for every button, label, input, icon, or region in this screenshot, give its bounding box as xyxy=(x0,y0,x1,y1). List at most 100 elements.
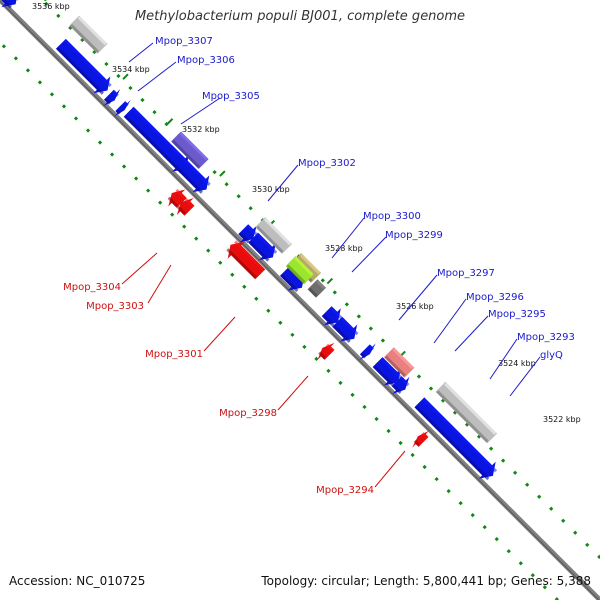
gene-shadow xyxy=(318,351,326,360)
kbp-tick-label: 3534 kbp xyxy=(112,65,150,74)
gene-shadow xyxy=(176,205,186,215)
gene-highlight xyxy=(316,280,326,290)
gene-leader-line xyxy=(433,298,467,344)
gene-shadow xyxy=(384,355,406,377)
gene-feature xyxy=(171,131,209,169)
gene-highlight xyxy=(112,90,119,97)
gene-label: Mpop_3305 xyxy=(202,91,260,102)
ruler-tick xyxy=(166,118,174,125)
gene-highlight xyxy=(64,39,112,87)
gene-shadow xyxy=(333,325,351,343)
ruler-tick xyxy=(219,170,226,177)
gene-feature xyxy=(358,343,376,361)
gene-highlight xyxy=(17,0,19,1)
gene-highlight xyxy=(392,347,414,370)
gene-shadow xyxy=(415,405,490,481)
accession-text: Accession: NC_010725 xyxy=(9,574,146,588)
gene-highlight xyxy=(340,317,359,336)
gene-feature xyxy=(285,256,314,285)
gene-shadow xyxy=(373,365,395,387)
gene-highlight xyxy=(330,306,343,319)
gene-feature xyxy=(384,347,415,378)
kbp-tick-label: 3532 kbp xyxy=(182,125,220,134)
kbp-tick-label: 3526 kbp xyxy=(396,302,434,311)
gene-feature xyxy=(332,316,358,342)
gene-highlight xyxy=(77,16,107,46)
genome-stats-text: Topology: circular; Length: 5,800,441 bp… xyxy=(261,574,591,588)
gene-leader-line xyxy=(454,315,489,352)
gene-highlight xyxy=(234,240,265,271)
gene-label: Mpop_3300 xyxy=(363,211,421,222)
gene-leader-line xyxy=(374,450,406,488)
gene-label: Mpop_3301 xyxy=(145,349,203,360)
gene-shadow xyxy=(1,0,12,9)
gene-feature xyxy=(280,265,305,291)
gene-shadow xyxy=(286,264,306,284)
gene-feature xyxy=(372,357,401,386)
gene-highlight xyxy=(123,101,129,107)
gene-highlight xyxy=(263,217,292,246)
gene-shadow xyxy=(436,390,489,443)
gene-leader-line xyxy=(147,264,172,304)
gene-shadow xyxy=(308,287,318,297)
gene-highlight xyxy=(294,256,314,276)
gene-highlight xyxy=(422,398,498,473)
gene-leader-line xyxy=(267,164,299,202)
gene-feature xyxy=(55,38,111,94)
gene-leader-line xyxy=(128,42,154,63)
gene-leader-line xyxy=(121,252,158,285)
gene-highlight xyxy=(179,132,208,161)
gene-leader-line xyxy=(398,274,438,321)
gene-label: Mpop_3303 xyxy=(86,301,144,312)
gene-feature xyxy=(227,241,266,280)
gene-label: Mpop_3306 xyxy=(177,55,235,66)
gene-leader-line xyxy=(137,61,177,92)
gene-leader-line xyxy=(509,356,541,397)
gene-feature xyxy=(123,106,210,193)
gene-feature xyxy=(414,397,496,479)
gene-highlight xyxy=(400,376,410,387)
gene-label: Mpop_3296 xyxy=(466,292,524,303)
gene-label: Mpop_3293 xyxy=(517,332,575,343)
gene-leader-line xyxy=(351,236,387,273)
gene-highlight xyxy=(256,233,278,254)
gene-label: glyQ xyxy=(540,350,563,361)
gene-shadow xyxy=(163,154,183,174)
gene-label: Mpop_3294 xyxy=(316,485,374,496)
ruler-inner-line xyxy=(0,40,560,600)
gene-highlight xyxy=(246,224,258,236)
gene-leader-line xyxy=(331,217,365,259)
kbp-tick-label: 3522 kbp xyxy=(543,415,581,424)
gene-shadow xyxy=(360,352,367,359)
gene-feature xyxy=(317,342,335,360)
gene-label: Mpop_3295 xyxy=(488,309,546,320)
gene-shadow xyxy=(413,439,420,447)
gene-shadow xyxy=(280,274,299,292)
gene-highlight xyxy=(184,198,194,208)
gene-shadow xyxy=(167,196,179,208)
gene-shadow xyxy=(116,109,121,115)
gene-highlight xyxy=(171,146,191,166)
gene-label: Mpop_3297 xyxy=(437,268,495,279)
gene-shadow xyxy=(171,140,201,169)
kbp-tick-label: 3530 kbp xyxy=(252,185,290,194)
kbp-tick-label: 3524 kbp xyxy=(498,359,536,368)
gene-highlight xyxy=(368,345,375,351)
gene-shadow xyxy=(226,248,257,279)
gene-shadow xyxy=(392,384,402,394)
gene-shadow xyxy=(239,232,250,244)
gene-feature xyxy=(435,381,498,444)
gene-feature xyxy=(162,145,189,172)
gene-leader-line xyxy=(489,338,518,380)
gene-leader-line xyxy=(203,316,236,352)
gene-highlight xyxy=(381,357,403,379)
kbp-tick-label: 3528 kbp xyxy=(325,244,363,253)
gene-feature xyxy=(412,430,430,448)
gene-label: Mpop_3299 xyxy=(385,230,443,241)
gene-highlight xyxy=(421,432,428,439)
gene-highlight xyxy=(444,382,497,435)
gene-feature xyxy=(255,217,292,254)
